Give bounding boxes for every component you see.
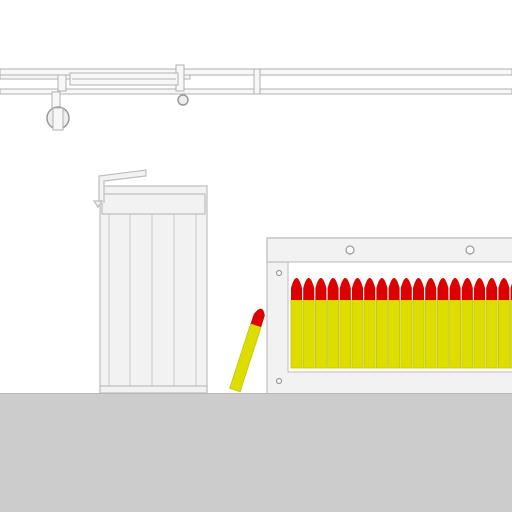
- crayon-tip: [474, 278, 485, 300]
- crayon-body: [363, 299, 376, 369]
- crayon-tip: [303, 278, 315, 300]
- crayon: [363, 278, 376, 369]
- crayon-tip: [250, 308, 265, 328]
- rail-bracket-a: [57, 74, 67, 92]
- crayon-body: [388, 299, 401, 369]
- cage-lid: [101, 193, 206, 215]
- wire-cage: [92, 169, 208, 394]
- crayon-body: [412, 299, 425, 369]
- cage-latch-icon: [92, 200, 104, 209]
- crayon-body: [485, 299, 498, 369]
- leaning-crayon: [229, 308, 265, 393]
- rail-roller: [177, 94, 189, 106]
- crayon-tip: [400, 278, 412, 300]
- crayon-tip: [327, 278, 339, 300]
- crayon: [412, 278, 425, 369]
- crayon-body: [375, 299, 388, 369]
- crayon-body: [327, 299, 340, 369]
- gripper-assembly: [46, 91, 189, 131]
- crayon: [290, 278, 303, 369]
- crayon: [497, 278, 510, 369]
- crayon-tip: [364, 278, 376, 300]
- crayon: [485, 278, 498, 369]
- rail-connector: [253, 68, 261, 95]
- crayon-row: [290, 278, 512, 369]
- overhead-rail: [0, 64, 512, 95]
- crayon-body: [339, 299, 352, 369]
- crayon-body: [290, 299, 303, 369]
- crayon-tray: [266, 237, 512, 395]
- crayon-body: [229, 323, 262, 393]
- crayon-body: [461, 299, 474, 369]
- crayon-tip: [425, 278, 437, 300]
- crayon-tip: [339, 278, 351, 300]
- crayon-tip: [291, 278, 302, 300]
- crayon-body: [424, 299, 437, 369]
- crayon: [449, 278, 462, 369]
- crayon-body: [449, 299, 462, 369]
- cage-frame: [99, 185, 208, 394]
- crayon-tip: [352, 278, 363, 300]
- crayon-body: [436, 299, 449, 369]
- cage-base: [99, 385, 208, 394]
- crayon: [302, 278, 315, 369]
- crayon: [339, 278, 352, 369]
- crayon-tip: [315, 278, 327, 300]
- cage-bars: [108, 214, 197, 386]
- crayon: [314, 278, 327, 369]
- bolt-icon: [465, 245, 475, 255]
- crayon-tip: [413, 278, 424, 300]
- crayon-tip: [437, 278, 449, 300]
- floor: [0, 393, 512, 512]
- crayon-tip: [498, 278, 510, 300]
- crayon-tip: [449, 278, 461, 300]
- crayon: [388, 278, 401, 369]
- tray-top-bar: [266, 237, 512, 263]
- crayon-body: [400, 299, 413, 369]
- crayon: [436, 278, 449, 369]
- crayon-body: [314, 299, 327, 369]
- cage-handle: [98, 169, 147, 203]
- crayon: [461, 278, 474, 369]
- crayon-body: [497, 299, 510, 369]
- crayon: [351, 278, 364, 369]
- crayon-tip: [376, 278, 388, 300]
- crayon-tip: [461, 278, 473, 300]
- gripper-plate: [52, 107, 64, 131]
- crayon-body: [302, 299, 315, 369]
- crayon: [473, 278, 486, 369]
- crayon: [424, 278, 437, 369]
- crayon-tip: [486, 278, 498, 300]
- bolt-icon: [345, 245, 355, 255]
- crayon-body: [473, 299, 486, 369]
- crayon: [400, 278, 413, 369]
- crayon: [375, 278, 388, 369]
- crayon-tip: [388, 278, 400, 300]
- rivet-icon: [275, 377, 283, 385]
- rivet-icon: [275, 269, 283, 277]
- crayon-body: [351, 299, 364, 369]
- crayon: [327, 278, 340, 369]
- crayon-body: [510, 299, 512, 369]
